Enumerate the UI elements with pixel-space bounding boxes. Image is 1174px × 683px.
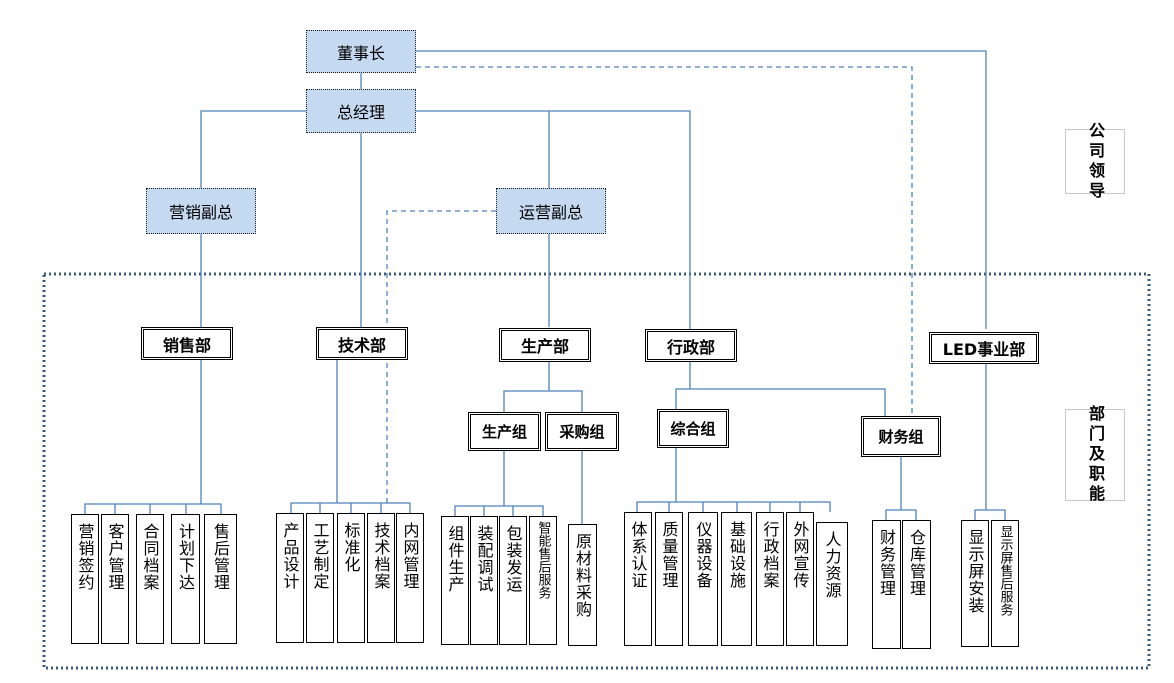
function-box[interactable]: 合同档案 [136,514,164,644]
function-box[interactable]: 营销签约 [71,514,99,644]
general-manager-box[interactable]: 总经理 [306,89,416,133]
chairman-box[interactable]: 董事长 [306,30,416,73]
line-gm-operations [416,110,691,329]
function-box[interactable]: 显示屏售后服务 [991,520,1019,647]
vp-marketing-box[interactable]: 营销副总 [146,188,256,234]
department-frame [42,272,1151,670]
dashed-chairman-finance [416,66,913,416]
dept-led[interactable]: LED事业部 [929,332,1039,364]
function-box[interactable]: 财务管理 [872,520,901,649]
function-box[interactable]: 原材料采购 [568,524,597,646]
line-sales-bus [84,503,222,514]
function-box[interactable]: 计划下达 [171,514,200,644]
dept-sales[interactable]: 销售部 [141,327,233,360]
function-box[interactable]: 外网宣传 [786,512,814,646]
function-box[interactable]: 内网管理 [396,513,424,643]
side-label-company-leadership: 公司领导 [1065,122,1125,202]
dept-tech[interactable]: 技术部 [316,327,408,360]
line-led-bus [974,509,1006,520]
function-box[interactable]: 客户管理 [101,514,129,644]
function-box[interactable]: 仓库管理 [902,520,931,649]
line-production-groups [503,390,583,412]
function-box[interactable]: 基础设施 [721,512,752,646]
line-chairman-led [416,50,987,329]
group-purchasing[interactable]: 采购组 [545,412,619,451]
group-general[interactable]: 综合组 [657,409,729,448]
line-general-bus [636,501,831,512]
function-box[interactable]: 行政档案 [756,512,784,646]
line-production-group-bus [454,505,544,516]
group-production[interactable]: 生产组 [468,412,541,451]
function-box[interactable]: 售后管理 [204,514,237,644]
function-box[interactable]: 体系认证 [624,512,652,646]
function-box[interactable]: 智能售后服务 [529,516,557,645]
line-finance-bus [885,509,917,520]
group-finance[interactable]: 财务组 [861,416,941,457]
function-box[interactable]: 显示屏安装 [961,520,989,647]
function-box[interactable]: 仪器设备 [688,512,718,646]
function-box[interactable]: 人力资源 [816,522,848,646]
line-gm-marketing [200,110,306,188]
function-box[interactable]: 质量管理 [655,512,683,646]
function-box[interactable]: 组件生产 [441,516,469,645]
vp-operations-box[interactable]: 运营副总 [496,188,606,234]
dashed-operations-tech [386,210,496,503]
function-box[interactable]: 工艺制定 [306,513,334,643]
function-box[interactable]: 技术档案 [367,513,395,643]
function-box[interactable]: 标准化 [337,513,365,643]
line-admin-groups [675,388,886,416]
dept-admin[interactable]: 行政部 [645,329,737,362]
function-box[interactable]: 装配调试 [470,516,498,645]
side-label-departments: 部门及职能 [1065,405,1125,505]
function-box[interactable]: 产品设计 [276,513,304,643]
dept-production[interactable]: 生产部 [499,328,591,362]
function-box[interactable]: 包装发运 [499,516,527,645]
